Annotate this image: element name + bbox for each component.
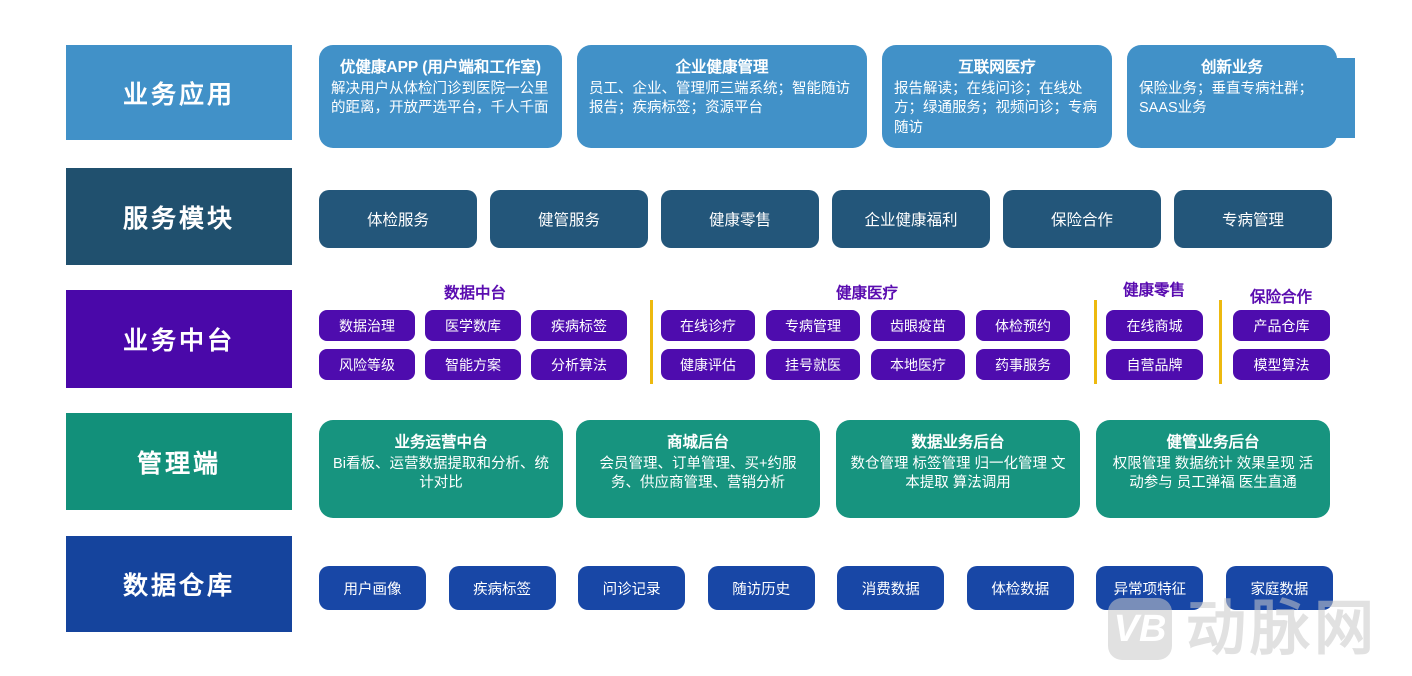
platform-chip: 智能方案 xyxy=(425,349,521,380)
service-module-row: 体检服务 健管服务 健康零售 企业健康福利 保险合作 专病管理 xyxy=(319,190,1332,248)
row-label-service-modules: 服务模块 xyxy=(66,168,292,265)
app-card: 优健康APP (用户端和工作室) 解决用户从体检门诊到医院一公里的距离，开放严选… xyxy=(319,45,562,148)
card-title: 健管业务后台 xyxy=(1166,434,1260,451)
card-body: 保险业务；垂直专病社群；SAAS业务 xyxy=(1139,81,1313,117)
row-label-middle-platform: 业务中台 xyxy=(66,290,292,388)
admin-card: 商城后台 会员管理、订单管理、买+约服务、供应商管理、营销分析 xyxy=(576,420,820,518)
service-module: 健康零售 xyxy=(661,190,819,248)
group-header: 健康医疗 xyxy=(835,285,898,302)
service-module: 健管服务 xyxy=(490,190,648,248)
platform-chip: 数据治理 xyxy=(319,310,415,341)
group-divider xyxy=(650,300,653,384)
platform-chip: 专病管理 xyxy=(766,310,860,341)
platform-chip: 自营品牌 xyxy=(1106,349,1203,380)
service-module: 企业健康福利 xyxy=(832,190,990,248)
platform-chip: 健康评估 xyxy=(661,349,755,380)
watermark: VB 动脉网 xyxy=(1108,598,1378,660)
warehouse-chip: 体检数据 xyxy=(966,566,1074,610)
group-insurance: 产品仓库 模型算法 xyxy=(1233,310,1330,380)
card-title: 企业健康管理 xyxy=(675,59,769,76)
row-label-data-warehouse: 数据仓库 xyxy=(66,536,292,632)
group-divider xyxy=(1219,300,1222,384)
group-health-retail: 在线商城 自营品牌 xyxy=(1106,310,1203,380)
warehouse-chip: 消费数据 xyxy=(837,566,945,610)
card-body: 权限管理 数据统计 效果呈现 活动参与 员工弹福 医生直通 xyxy=(1112,456,1314,492)
platform-chip: 药事服务 xyxy=(976,349,1070,380)
group-header: 健康零售 xyxy=(1122,282,1185,299)
card-body: 报告解读；在线问诊；在线处方；绿通服务；视频问诊；专病随访 xyxy=(894,81,1097,136)
service-module: 专病管理 xyxy=(1174,190,1332,248)
warehouse-chip: 问诊记录 xyxy=(578,566,686,610)
platform-chip: 风险等级 xyxy=(319,349,415,380)
platform-chip: 体检预约 xyxy=(976,310,1070,341)
platform-chip: 模型算法 xyxy=(1233,349,1330,380)
card-title: 优健康APP (用户端和工作室) xyxy=(339,59,542,76)
warehouse-chip: 用户画像 xyxy=(319,566,426,610)
group-header: 数据中台 xyxy=(443,285,506,302)
admin-card: 数据业务后台 数仓管理 标签管理 归一化管理 文本提取 算法调用 xyxy=(836,420,1080,518)
group-data-platform: 数据治理 医学数库 疾病标签 风险等级 智能方案 分析算法 xyxy=(319,310,631,380)
vb-logo-icon: VB xyxy=(1108,598,1172,660)
card-title: 数据业务后台 xyxy=(911,434,1005,451)
card-body: 解决用户从体检门诊到医院一公里的距离，开放严选平台，千人千面 xyxy=(331,81,549,117)
platform-chip: 疾病标签 xyxy=(531,310,627,341)
watermark-brand: 动脉网 xyxy=(1186,595,1378,662)
card-body: 数仓管理 标签管理 归一化管理 文本提取 算法调用 xyxy=(850,456,1066,492)
card-body: Bi看板、运营数据提取和分析、统计对比 xyxy=(333,456,549,492)
data-warehouse-row: 用户画像 疾病标签 问诊记录 随访历史 消费数据 体检数据 异常项特征 家庭数据 xyxy=(319,566,1333,610)
platform-chip: 医学数库 xyxy=(425,310,521,341)
row-label-business-apps: 业务应用 xyxy=(66,45,292,140)
group-divider xyxy=(1094,300,1097,384)
platform-chip: 产品仓库 xyxy=(1233,310,1330,341)
app-card: 企业健康管理 员工、企业、管理师三端系统；智能随访报告；疾病标签；资源平台 xyxy=(577,45,867,148)
platform-chip: 挂号就医 xyxy=(766,349,860,380)
warehouse-chip: 家庭数据 xyxy=(1225,566,1333,610)
admin-card: 业务运营中台 Bi看板、运营数据提取和分析、统计对比 xyxy=(319,420,563,518)
card-body: 员工、企业、管理师三端系统；智能随访报告；疾病标签；资源平台 xyxy=(589,81,850,117)
card-title: 创新业务 xyxy=(1200,59,1263,76)
card-title: 业务运营中台 xyxy=(394,434,488,451)
card-title: 互联网医疗 xyxy=(958,59,1036,76)
platform-chip: 本地医疗 xyxy=(871,349,965,380)
card-title: 商城后台 xyxy=(666,434,729,451)
warehouse-chip: 疾病标签 xyxy=(448,566,556,610)
admin-card: 健管业务后台 权限管理 数据统计 效果呈现 活动参与 员工弹福 医生直通 xyxy=(1096,420,1330,518)
platform-chip: 在线商城 xyxy=(1106,310,1203,341)
row-label-admin: 管理端 xyxy=(66,413,292,510)
group-header: 保险合作 xyxy=(1249,289,1312,306)
platform-chip: 在线诊疗 xyxy=(661,310,755,341)
app-card: 创新业务 保险业务；垂直专病社群；SAAS业务 xyxy=(1127,45,1337,148)
service-module: 体检服务 xyxy=(319,190,477,248)
group-health-medical: 在线诊疗 专病管理 齿眼疫苗 体检预约 健康评估 挂号就医 本地医疗 药事服务 xyxy=(661,310,1073,380)
platform-chip: 分析算法 xyxy=(531,349,627,380)
app-card: 互联网医疗 报告解读；在线问诊；在线处方；绿通服务；视频问诊；专病随访 xyxy=(882,45,1112,148)
card-body: 会员管理、订单管理、买+约服务、供应商管理、营销分析 xyxy=(599,456,797,492)
warehouse-chip: 随访历史 xyxy=(707,566,815,610)
platform-chip: 齿眼疫苗 xyxy=(871,310,965,341)
service-module: 保险合作 xyxy=(1003,190,1161,248)
